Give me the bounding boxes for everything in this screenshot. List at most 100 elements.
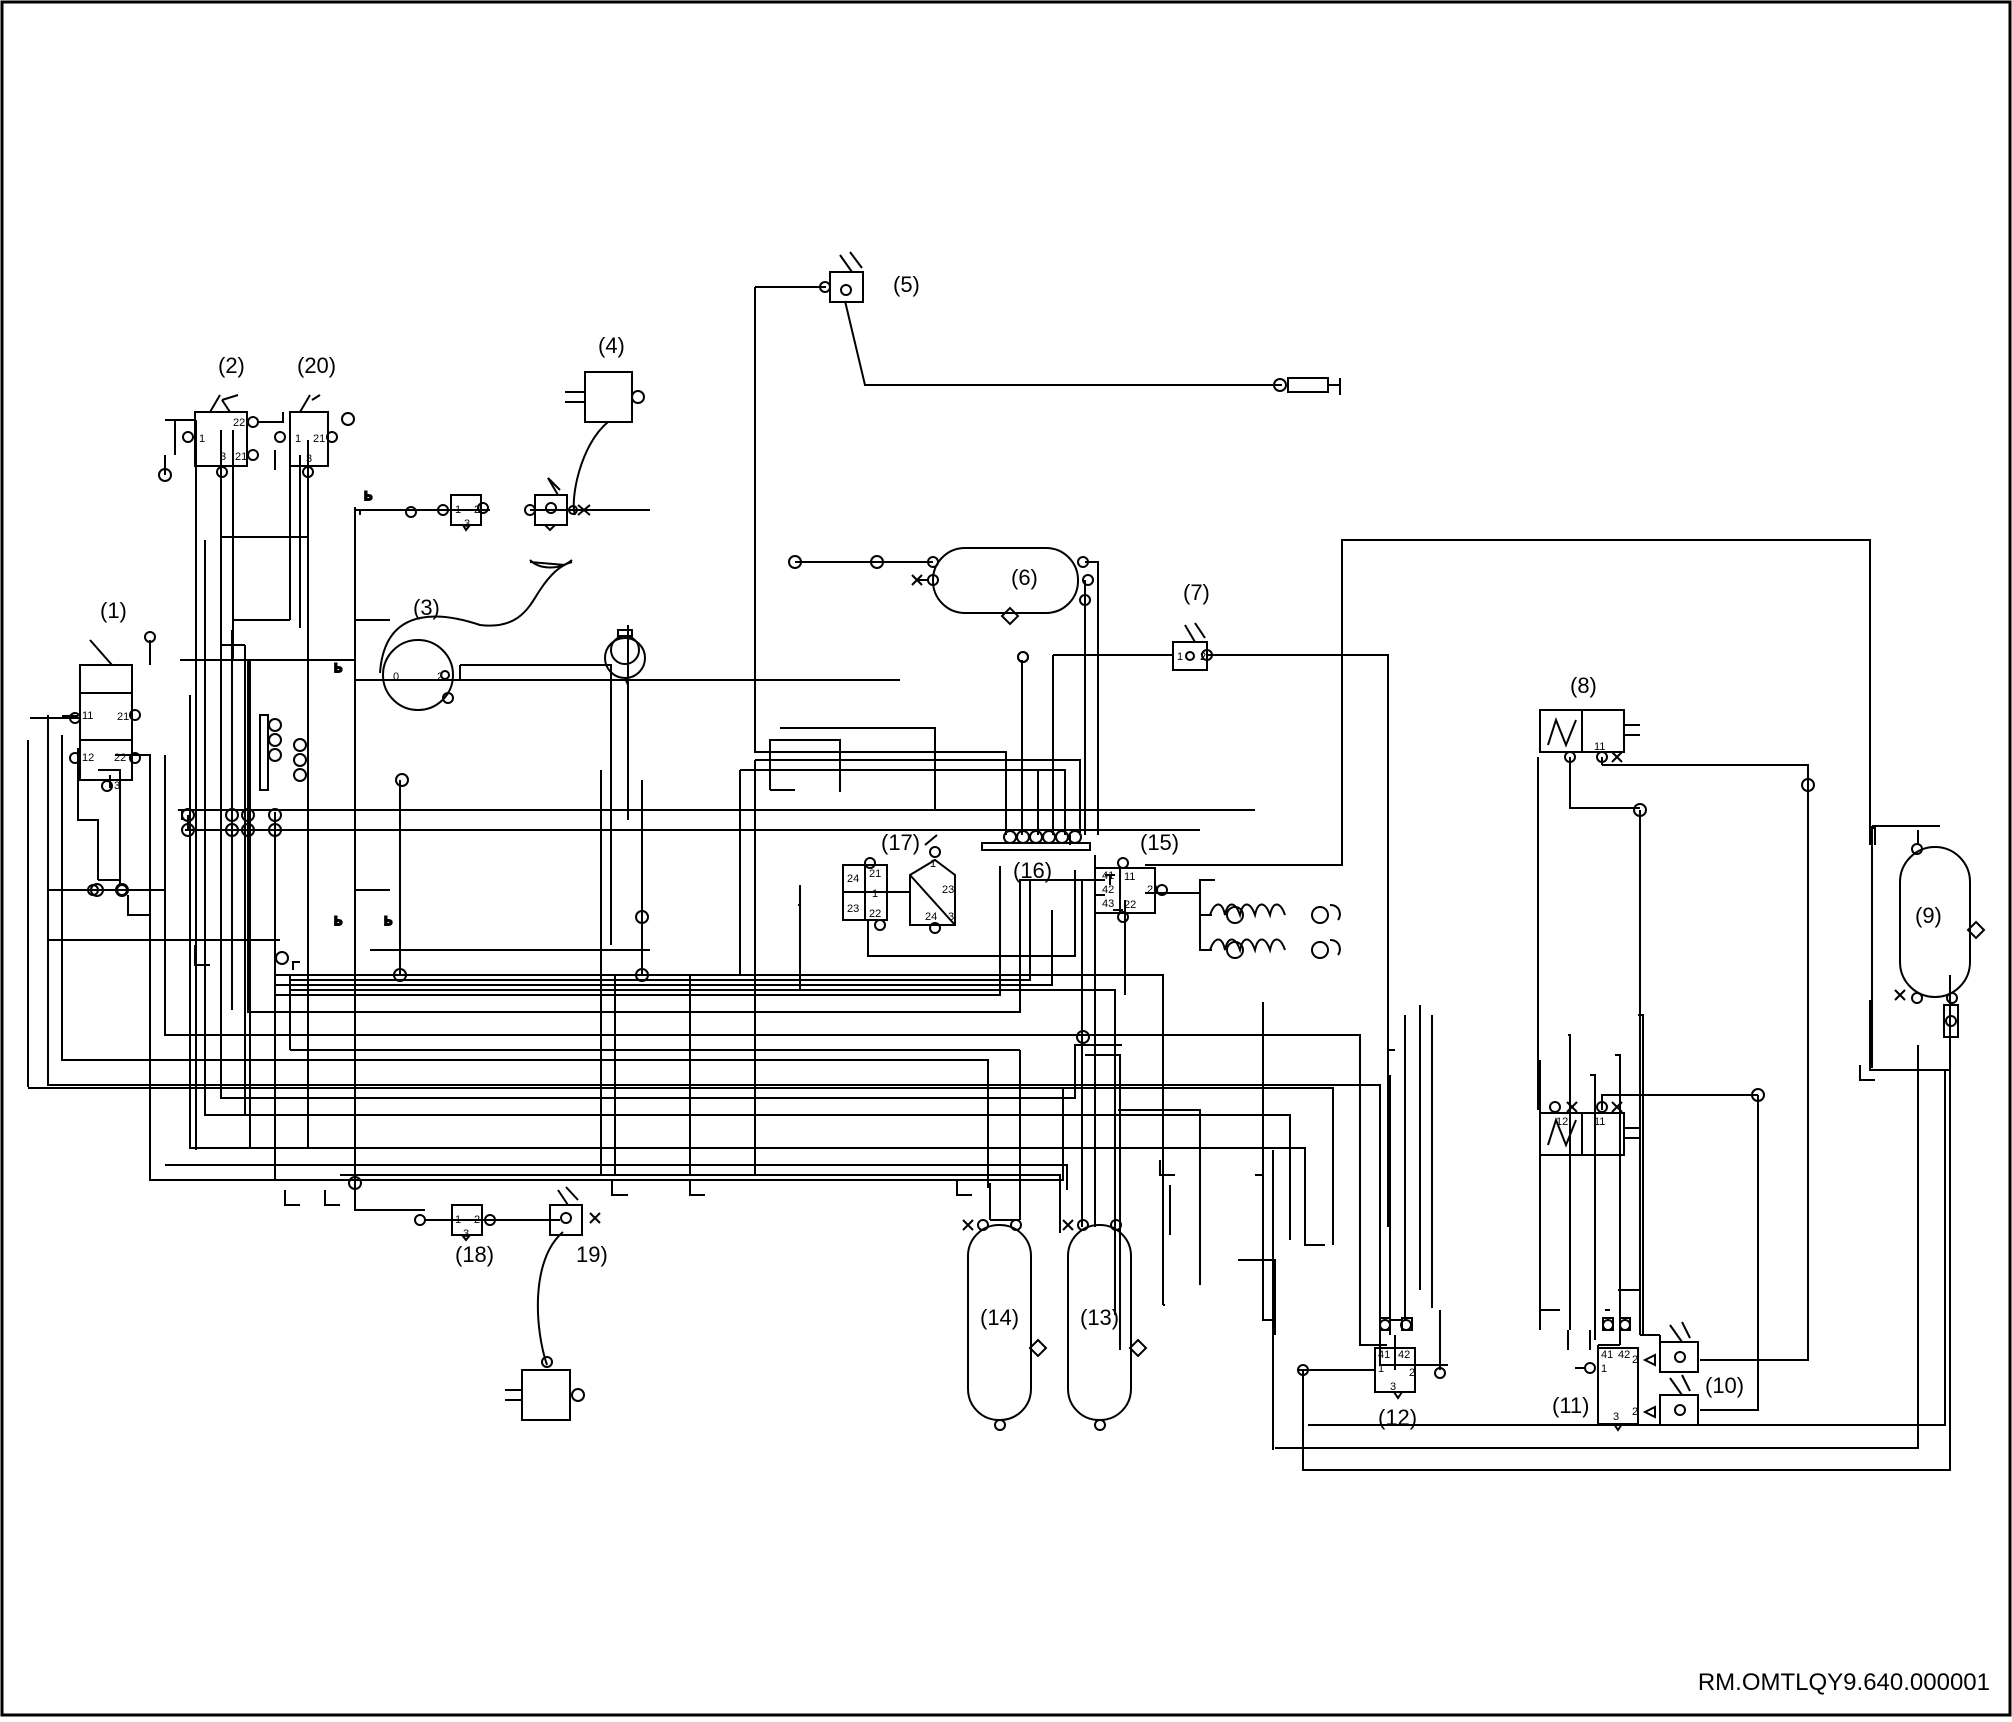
valve-17 xyxy=(842,834,956,934)
label-4: (4) xyxy=(598,333,625,358)
port-label: 11 xyxy=(1594,1116,1605,1128)
port-label: 21 xyxy=(1147,884,1159,896)
port-label: 43 xyxy=(1102,898,1114,910)
port-label: 22 xyxy=(114,752,126,764)
svg-text:ь: ь xyxy=(364,487,372,504)
port-label: 11 xyxy=(82,710,93,722)
port-label: 24 xyxy=(847,873,859,885)
port-label: 3 xyxy=(948,911,954,923)
svg-text:ь: ь xyxy=(334,659,342,676)
box-4 xyxy=(565,371,645,516)
port-label: 21 xyxy=(313,433,325,445)
svg-text:ь: ь xyxy=(384,912,392,929)
reference-code: RM.OMTLQY9.640.000001 xyxy=(1697,1669,1990,1696)
port-label: 3 xyxy=(1390,1381,1396,1393)
port-label: 2 xyxy=(437,671,443,683)
label-13: (13) xyxy=(1080,1305,1119,1330)
port-label: 3 xyxy=(114,780,120,792)
label-5: (5) xyxy=(893,272,920,297)
port-label: 21 xyxy=(235,451,247,463)
port-label: 11 xyxy=(1124,871,1135,883)
valve-15 xyxy=(1094,857,1341,959)
valve-19 xyxy=(505,1186,601,1421)
label-18: (18) xyxy=(455,1242,494,1267)
valve-10 xyxy=(1642,1321,1699,1426)
valve-11 xyxy=(1575,1317,1639,1432)
port-label: 1 xyxy=(1601,1363,1607,1375)
label-19: 19) xyxy=(576,1242,608,1267)
port-label: 11 xyxy=(1594,741,1605,753)
valve-8 xyxy=(1539,709,1815,792)
tank-9 xyxy=(1859,843,1986,1081)
label-17: (17) xyxy=(881,830,920,855)
tank-14 xyxy=(962,1219,1048,1431)
port-label: 41 xyxy=(1601,1349,1613,1361)
port-label: 21 xyxy=(869,868,881,880)
label-16: (16) xyxy=(1013,858,1052,883)
tank-13 xyxy=(1062,1219,1148,1431)
junction-rings xyxy=(90,808,282,897)
relay-valve-top xyxy=(405,477,591,569)
port-label: 3 xyxy=(464,518,470,530)
port-label: 2 xyxy=(1200,651,1206,663)
pipe-lines xyxy=(27,286,1951,1471)
port-label: 2 xyxy=(1632,1406,1638,1418)
label-3: (3) xyxy=(413,595,440,620)
port-label: 23 xyxy=(847,903,859,915)
port-label: 3 xyxy=(306,453,312,465)
valve-1 xyxy=(69,631,156,916)
port-label: 0 xyxy=(393,671,399,683)
port-label: 1 xyxy=(199,433,205,445)
port-label: 2 xyxy=(474,1214,480,1226)
port-label: 1 xyxy=(930,858,936,870)
label-9: (9) xyxy=(1915,903,1942,928)
label-6: (6) xyxy=(1011,565,1038,590)
port-label: 3 xyxy=(463,1228,469,1240)
port-label: 12 xyxy=(1556,1116,1568,1128)
component-labels: (1) (2) (20) (3) (4) (5) (6) (7) (8) (9)… xyxy=(100,272,1942,1430)
valve-5 xyxy=(819,251,1341,395)
port-numbers: 11 21 12 22 3 1 22 21 3 1 21 3 0 2 1 2 3… xyxy=(82,417,1638,1423)
port-label: 22 xyxy=(1124,899,1136,911)
port-label: 24 xyxy=(925,911,937,923)
port-label: 42 xyxy=(1398,1349,1410,1361)
port-label: 3 xyxy=(1613,1411,1619,1423)
label-1: (1) xyxy=(100,598,127,623)
port-label: 41 xyxy=(1378,1349,1390,1361)
port-label: 42 xyxy=(1618,1349,1630,1361)
components: ь ь ь ь xyxy=(69,251,1986,1432)
valve-12 xyxy=(1297,1317,1446,1400)
label-14: (14) xyxy=(980,1305,1019,1330)
port-label: 3 xyxy=(220,451,226,463)
valve-18 xyxy=(414,1204,496,1242)
gauge-block xyxy=(259,714,307,791)
port-label: 1 xyxy=(455,1214,461,1226)
label-2: (2) xyxy=(218,353,245,378)
check-marks: ь ь ь ь xyxy=(333,486,393,930)
port-label: 41 xyxy=(1102,870,1114,882)
label-15: (15) xyxy=(1140,830,1179,855)
port-label: 12 xyxy=(82,752,94,764)
port-label: 21 xyxy=(117,711,129,723)
svg-text:ь: ь xyxy=(334,912,342,929)
port-label: 2 xyxy=(1632,1354,1638,1366)
label-8: (8) xyxy=(1570,673,1597,698)
port-label: 1 xyxy=(872,888,878,900)
port-label: 1 xyxy=(295,433,301,445)
port-label: 1 xyxy=(455,504,461,516)
port-label: 2 xyxy=(474,504,480,516)
port-label: 23 xyxy=(942,884,954,896)
port-label: 42 xyxy=(1102,884,1114,896)
valve-8-lower xyxy=(1539,803,1765,1156)
label-12: (12) xyxy=(1378,1405,1417,1430)
label-10: (10) xyxy=(1705,1373,1744,1398)
valve-2 xyxy=(158,394,259,482)
round-sensor xyxy=(604,629,646,686)
label-20: (20) xyxy=(297,353,336,378)
tank-6 xyxy=(788,547,1094,626)
port-label: 1 xyxy=(1378,1363,1384,1375)
port-label: 22 xyxy=(233,417,245,429)
